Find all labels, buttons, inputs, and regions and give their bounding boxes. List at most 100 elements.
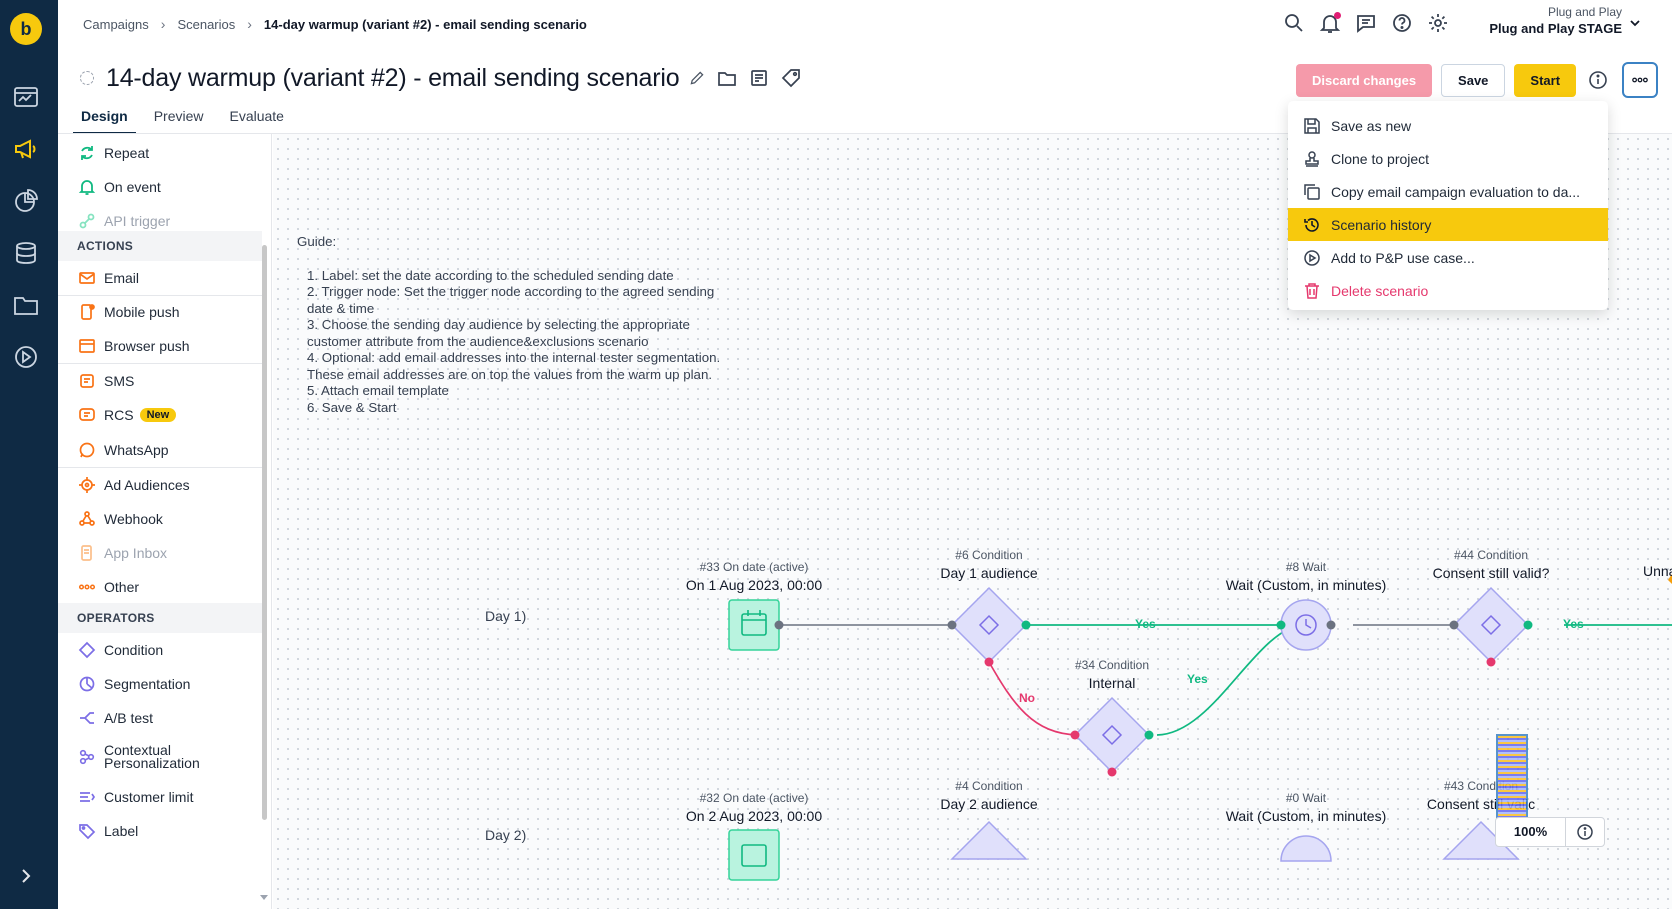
folder-icon[interactable] xyxy=(13,292,39,318)
palette-item-ad-audiences[interactable]: Ad Audiences xyxy=(58,468,262,502)
palette-item-api-trigger[interactable]: API trigger xyxy=(58,204,262,238)
palette-item-mobile-push[interactable]: Mobile push xyxy=(58,295,262,329)
discard-changes-button[interactable]: Discard changes xyxy=(1296,63,1433,97)
menu-item-scenario-history[interactable]: Scenario history xyxy=(1288,208,1608,241)
divider xyxy=(58,467,262,468)
no-port xyxy=(984,657,994,667)
condition-icon xyxy=(978,614,1000,636)
scenario-canvas[interactable]: Guide: 1. Label: set the date according … xyxy=(273,134,1672,909)
zoom-info-icon[interactable] xyxy=(1566,823,1604,841)
condition-icon xyxy=(1101,724,1123,746)
breadcrumb-campaigns[interactable]: Campaigns xyxy=(83,16,149,32)
node-caption[interactable]: #0 Wait Wait (Custom, in minutes) xyxy=(1226,791,1387,824)
breadcrumb-current: 14-day warmup (variant #2) - email sendi… xyxy=(263,16,587,32)
palette-item-email[interactable]: Email xyxy=(58,261,262,295)
condition-icon xyxy=(1480,614,1502,636)
menu-item-label: Copy email campaign evaluation to da... xyxy=(1331,183,1581,200)
guide-note[interactable]: Guide: 1. Label: set the date according … xyxy=(297,234,727,416)
edge-yes-label: Yes xyxy=(1187,672,1208,686)
play-icon[interactable] xyxy=(13,344,39,370)
node-label: Day 1 audience xyxy=(940,565,1038,581)
title-row: 14-day warmup (variant #2) - email sendi… xyxy=(80,60,801,96)
node-caption[interactable]: #4 Condition Day 2 audience xyxy=(940,779,1037,812)
data-icon[interactable] xyxy=(13,240,39,266)
more-options-button[interactable] xyxy=(1622,62,1659,98)
palette-item-contextual-personalization[interactable]: Contextual Personalization xyxy=(58,735,262,779)
node-label: Wait (Custom, in minutes) xyxy=(1225,808,1387,824)
node-caption[interactable]: #33 On date (active) On 1 Aug 2023, 00:0… xyxy=(686,560,822,593)
menu-item-save-as-new[interactable]: Save as new xyxy=(1288,109,1608,142)
copy-icon xyxy=(1302,182,1322,202)
node-caption[interactable]: #6 Condition Day 1 audience xyxy=(940,548,1037,581)
save-button[interactable]: Save xyxy=(1441,63,1506,97)
tag-icon[interactable] xyxy=(781,68,801,88)
menu-item-clone-to-project[interactable]: Clone to project xyxy=(1288,142,1608,175)
folder-icon[interactable] xyxy=(717,68,737,88)
palette-item-other[interactable]: Other xyxy=(58,570,262,604)
palette-item-sms[interactable]: SMS xyxy=(58,364,262,398)
project-org: Plug and Play xyxy=(1547,5,1622,19)
notifications-bell-icon[interactable] xyxy=(1319,12,1341,34)
guide-line: 4. Optional: add email addresses into th… xyxy=(307,350,721,382)
edge-yes-label: Yes xyxy=(1563,617,1584,631)
palette-item-segmentation[interactable]: Segmentation xyxy=(58,667,262,701)
segmentation-icon xyxy=(78,675,96,693)
node-caption[interactable]: Unname xyxy=(1643,560,1672,579)
tab-evaluate[interactable]: Evaluate xyxy=(229,108,284,124)
help-icon[interactable] xyxy=(1391,12,1413,34)
note-icon[interactable] xyxy=(749,68,769,88)
guide-title: Guide: xyxy=(297,234,337,249)
palette-item-customer-limit[interactable]: Customer limit xyxy=(58,780,262,814)
menu-item-copy-evaluation[interactable]: Copy email campaign evaluation to da... xyxy=(1288,175,1608,208)
palette-item-label: RCS xyxy=(104,407,134,423)
analytics-icon[interactable] xyxy=(13,188,39,214)
breadcrumb-scenarios[interactable]: Scenarios xyxy=(177,16,236,32)
dashboard-icon[interactable] xyxy=(13,84,39,110)
menu-item-add-to-use-case[interactable]: Add to P&P use case... xyxy=(1288,241,1608,274)
search-icon[interactable] xyxy=(1283,12,1305,34)
palette-item-label: Mobile push xyxy=(104,304,180,320)
api-trigger-icon xyxy=(78,212,96,230)
palette-item-ab-test[interactable]: A/B test xyxy=(58,701,262,735)
tab-design[interactable]: Design xyxy=(73,104,136,134)
palette-item-repeat[interactable]: Repeat xyxy=(58,136,262,170)
zoom-level[interactable]: 100% xyxy=(1496,818,1566,846)
palette-item-webhook[interactable]: Webhook xyxy=(58,502,262,536)
node-label: Unname xyxy=(1643,563,1672,579)
guide-line: 6. Save & Start xyxy=(307,399,397,415)
palette-scrollbar[interactable] xyxy=(262,245,267,820)
chevron-down-icon[interactable] xyxy=(1628,16,1642,30)
campaigns-icon[interactable] xyxy=(13,136,39,162)
label-icon xyxy=(78,822,96,840)
node-caption[interactable]: #34 Condition Internal xyxy=(1075,658,1149,691)
palette-item-whatsapp[interactable]: WhatsApp xyxy=(58,433,262,467)
menu-item-delete-scenario[interactable]: Delete scenario xyxy=(1288,274,1608,307)
menu-item-label: Add to P&P use case... xyxy=(1331,249,1475,266)
node-caption[interactable]: #44 Condition Consent still valid? xyxy=(1433,548,1550,581)
node-id: #0 Wait xyxy=(1285,791,1327,805)
palette-item-on-event[interactable]: On event xyxy=(58,170,262,204)
settings-gear-icon[interactable] xyxy=(1427,12,1449,34)
info-icon[interactable] xyxy=(1587,69,1609,91)
scroll-down-arrow-icon[interactable] xyxy=(260,893,268,901)
project-switcher[interactable]: Plug and Play Plug and Play STAGE xyxy=(1489,5,1622,36)
yes-port xyxy=(1144,730,1154,740)
date-trigger-node xyxy=(728,599,780,651)
chat-icon[interactable] xyxy=(1355,12,1377,34)
edit-pencil-icon[interactable] xyxy=(689,70,705,86)
node-caption[interactable]: #32 On date (active) On 2 Aug 2023, 00:0… xyxy=(686,791,822,824)
palette-item-condition[interactable]: Condition xyxy=(58,633,262,667)
palette-item-browser-push[interactable]: Browser push xyxy=(58,329,262,363)
palette-item-label-node[interactable]: Label xyxy=(58,814,262,848)
edge-no xyxy=(988,661,1079,736)
minimap[interactable] xyxy=(1496,734,1528,826)
node-label: Day 2 audience xyxy=(940,796,1038,812)
app-logo[interactable]: b xyxy=(10,13,42,45)
palette-item-app-inbox[interactable]: App Inbox xyxy=(58,536,262,570)
palette-item-rcs[interactable]: RCS New xyxy=(58,398,262,432)
expand-rail-icon[interactable] xyxy=(18,868,34,884)
node-id: #44 Condition xyxy=(1453,548,1529,562)
node-caption[interactable]: #8 Wait Wait (Custom, in minutes) xyxy=(1226,560,1387,593)
tab-preview[interactable]: Preview xyxy=(153,108,204,124)
start-button[interactable]: Start xyxy=(1514,63,1577,97)
